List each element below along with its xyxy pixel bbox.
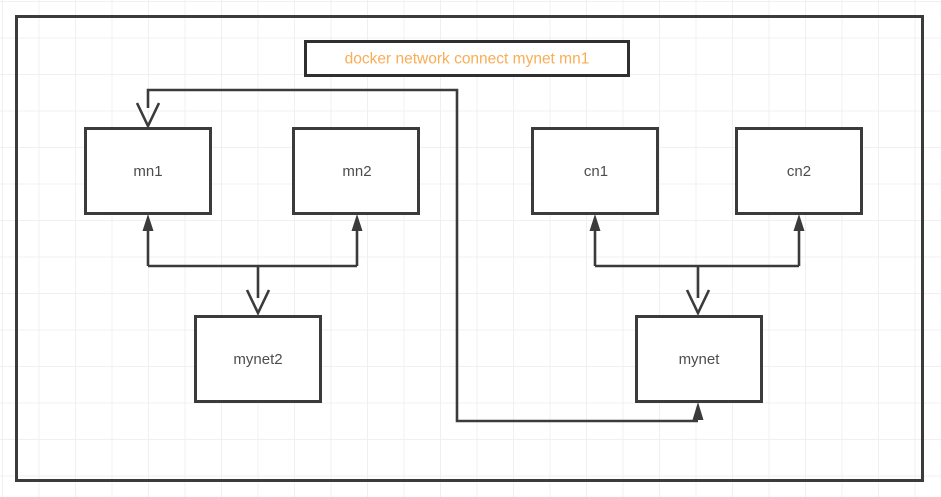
node-mn1[interactable]: mn1 xyxy=(84,127,212,215)
node-cn2-rect[interactable] xyxy=(735,127,863,215)
arrowhead-into-mynet-bottom xyxy=(692,402,704,420)
arrowhead-into-mn1-bottom xyxy=(142,214,154,231)
arrowhead-into-mynet2-top xyxy=(245,289,271,317)
node-mynet-rect[interactable] xyxy=(635,315,763,403)
arrowhead-into-cn2-bottom xyxy=(793,214,805,231)
arrowhead-into-mynet-top xyxy=(685,289,711,317)
node-cn2[interactable]: cn2 xyxy=(735,127,863,215)
node-mynet[interactable]: mynet xyxy=(635,315,763,403)
command-title-box-rect[interactable] xyxy=(304,40,630,77)
node-mn2-rect[interactable] xyxy=(292,127,420,215)
edge-group-left xyxy=(142,214,363,317)
arrowhead-into-cn1-bottom xyxy=(589,214,601,231)
node-mynet2-rect[interactable] xyxy=(194,315,322,403)
arrowhead-into-mn2-bottom xyxy=(351,214,363,231)
edge-mynet-to-mn1-path xyxy=(146,88,698,423)
node-cn1-rect[interactable] xyxy=(531,127,659,215)
outer-frame xyxy=(15,15,924,482)
edge-group-mynet-to-mn1 xyxy=(135,88,704,423)
node-mynet2[interactable]: mynet2 xyxy=(194,315,322,403)
command-title-box[interactable]: docker network connect mynet mn1 xyxy=(304,40,630,77)
edge-group-right xyxy=(589,214,805,317)
node-mn1-rect[interactable] xyxy=(84,127,212,215)
node-cn1[interactable]: cn1 xyxy=(531,127,659,215)
node-mn2[interactable]: mn2 xyxy=(292,127,420,215)
arrowhead-into-mn1-top xyxy=(135,102,161,130)
